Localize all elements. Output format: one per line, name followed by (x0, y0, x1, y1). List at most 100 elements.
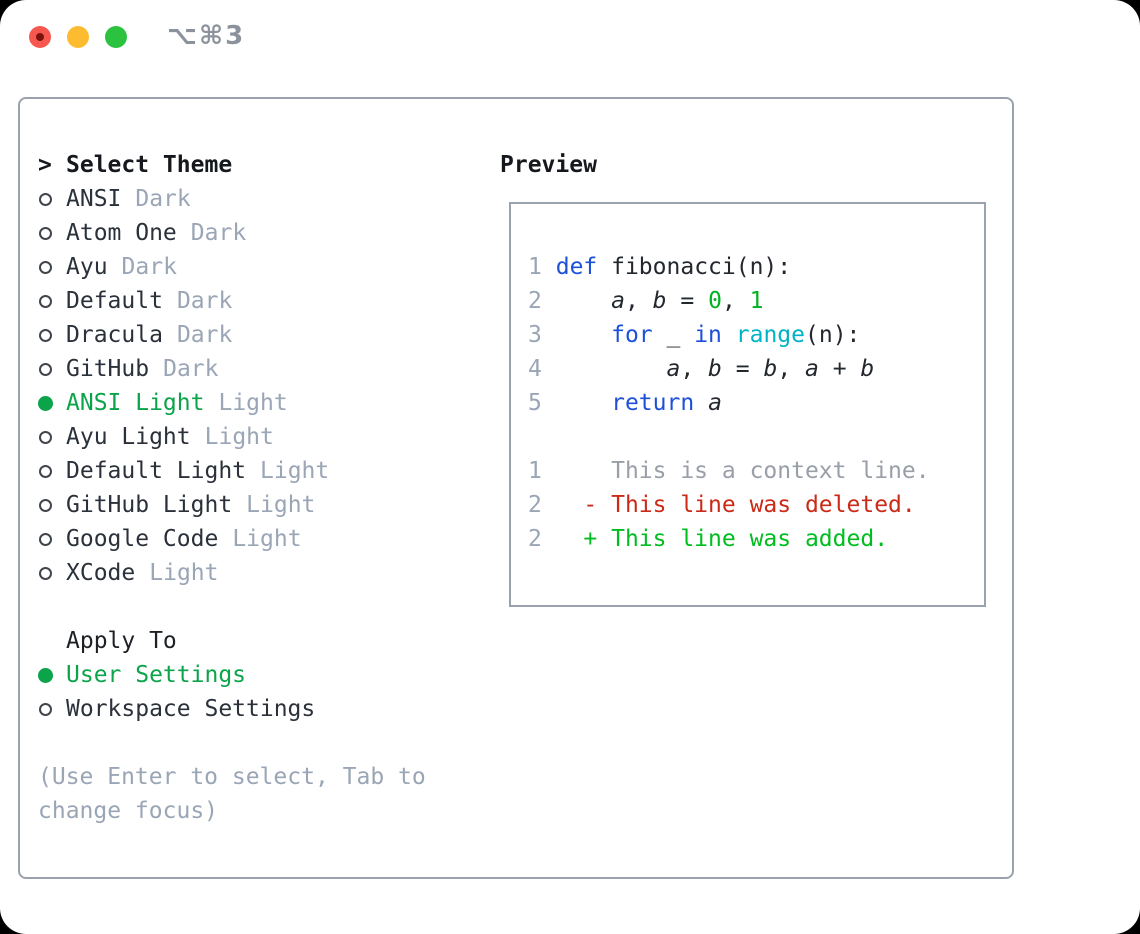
zoom-button[interactable] (105, 26, 127, 48)
code-token: a (805, 356, 819, 382)
traffic-lights (29, 26, 127, 48)
theme-name: GitHub Light (66, 492, 233, 518)
theme-variant: Light (260, 458, 330, 484)
diff-token: - This line was deleted. (583, 492, 916, 518)
theme-option-atom-one-dark[interactable]: Atom One Dark (38, 216, 468, 250)
diff-token: This is a context line. (541, 458, 930, 484)
diff-token (542, 492, 584, 518)
line-number: 2 (528, 288, 542, 314)
code-token: , (680, 356, 709, 382)
code-token: (n): (805, 322, 861, 348)
code-token: = (666, 288, 709, 314)
theme-name: Dracula (66, 322, 163, 348)
theme-name: XCode (66, 560, 136, 586)
theme-name: GitHub (66, 356, 150, 382)
code-line: 5 return a (528, 386, 984, 420)
close-button[interactable] (29, 26, 51, 48)
theme-option-github-dark[interactable]: GitHub Dark (38, 352, 468, 386)
minimize-button[interactable] (67, 26, 89, 48)
theme-option-xcode-light[interactable]: XCode Light (38, 556, 468, 590)
radio-unselected-icon (38, 192, 66, 206)
apply-to-header: Apply To (38, 624, 468, 658)
theme-variant: Dark (190, 220, 247, 246)
theme-variant: Dark (135, 186, 191, 212)
code-token: 1 (749, 288, 764, 314)
theme-option-ayu-dark[interactable]: Ayu Dark (38, 250, 468, 284)
theme-option-dracula-dark[interactable]: Dracula Dark (38, 318, 468, 352)
radio-selected-icon (38, 395, 66, 411)
theme-option-default-light[interactable]: Default Light Light (38, 454, 468, 488)
code-line: 1 def fibonacci(n): (528, 250, 984, 284)
code-line: 2 a, b = 0, 1 (528, 284, 984, 318)
theme-name: Default Light (66, 458, 247, 484)
code-token (542, 356, 667, 382)
code-token: for (611, 322, 653, 348)
line-number: 1 (528, 254, 542, 280)
diff-deleted-line: 2 - This line was deleted. (528, 488, 984, 522)
radio-unselected-icon (38, 294, 66, 308)
apply-option-workspace-settings[interactable]: Workspace Settings (38, 692, 468, 726)
theme-option-github-light[interactable]: GitHub Light Light (38, 488, 468, 522)
code-token: , (721, 288, 750, 314)
theme-name: Atom One (66, 220, 177, 246)
code-token: b (708, 356, 722, 382)
theme-variant: Light (246, 492, 316, 518)
theme-name: Ayu (66, 254, 108, 280)
theme-name: Google Code (66, 526, 219, 552)
apply-option-label: Workspace Settings (66, 696, 316, 722)
radio-unselected-icon (38, 430, 66, 444)
diff-added-line: 2 + This line was added. (528, 522, 984, 556)
radio-unselected-icon (38, 362, 66, 376)
radio-unselected-icon (38, 498, 66, 512)
spacer (38, 590, 468, 624)
code-line: 4 a, b = b, a + b (528, 352, 984, 386)
diff-token (542, 526, 584, 552)
code-token: b (763, 356, 778, 382)
radio-unselected-icon (38, 566, 66, 580)
theme-variant: Dark (176, 288, 233, 314)
radio-unselected-icon (38, 260, 66, 274)
blank-code-line (528, 420, 984, 454)
code-token: + (818, 356, 861, 382)
line-number: 5 (528, 390, 542, 416)
theme-name: Ayu Light (66, 424, 191, 450)
code-token: b (652, 288, 667, 314)
radio-unselected-icon (38, 226, 66, 240)
code-token: return (611, 390, 695, 416)
diff-token: + This line was added. (583, 526, 889, 552)
code-token: def (555, 254, 598, 280)
line-number: 3 (528, 322, 542, 348)
radio-unselected-icon (38, 328, 66, 342)
theme-picker-header: >Select Theme (38, 148, 468, 182)
preview-box: 1 def fibonacci(n): 2 a, b = 0, 1 3 for … (509, 202, 986, 607)
code-token (694, 390, 708, 416)
preview-title: Preview (500, 152, 597, 178)
theme-variant: Dark (121, 254, 177, 280)
theme-variant: Dark (163, 356, 219, 382)
theme-variant: Light (149, 560, 219, 586)
code-token (542, 288, 611, 314)
theme-variant: Light (218, 390, 288, 416)
code-token: , (624, 288, 653, 314)
code-token (542, 322, 611, 348)
code-token: a (666, 356, 681, 382)
line-number: 1 (528, 458, 542, 484)
radio-unselected-icon (38, 532, 66, 546)
code-token (542, 390, 611, 416)
code-token: a (708, 390, 722, 416)
apply-option-user-settings[interactable]: User Settings (38, 658, 468, 692)
code-token: = (721, 356, 764, 382)
code-token (542, 254, 556, 280)
theme-variant: Dark (176, 322, 233, 348)
radio-unselected-icon (38, 464, 66, 478)
theme-picker-title: Select Theme (66, 152, 233, 178)
code-line: 3 for _ in range(n): (528, 318, 984, 352)
